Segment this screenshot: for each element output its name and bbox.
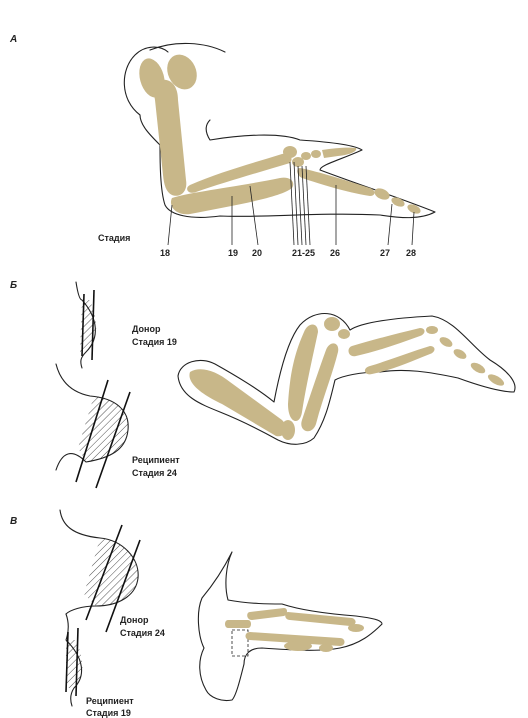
panel-a: A xyxy=(9,34,436,258)
panel-b-radius xyxy=(288,324,318,422)
panel-a-stage-label: Стадия xyxy=(98,233,130,243)
panel-b-phalanx-4 xyxy=(470,362,486,374)
panel-b-carpal-1 xyxy=(324,317,340,331)
panel-b-phalanx-1 xyxy=(426,326,438,334)
humerus-bone xyxy=(154,79,187,196)
panel-c-recipient-bud xyxy=(65,613,83,707)
number-18: 18 xyxy=(160,248,170,258)
panel-b-phalanx-3 xyxy=(453,349,467,359)
panel-b-limb-outline xyxy=(177,312,516,445)
panel-c-bones xyxy=(225,608,364,652)
coracoid-bone xyxy=(167,54,197,90)
panel-b-phalanx-5 xyxy=(487,374,505,386)
panel-b-ulna xyxy=(301,343,339,432)
panel-b-phalanx-2 xyxy=(439,337,453,347)
carpal-bone-3 xyxy=(301,152,311,160)
carpal-bone-1 xyxy=(283,146,297,158)
carpal-bone-4 xyxy=(311,150,321,158)
metacarpal-bone xyxy=(297,168,375,196)
carpal-bone-2 xyxy=(292,157,304,167)
panel-a-bones xyxy=(139,54,421,215)
phalanx-bone-3 xyxy=(407,204,421,214)
panel-a-limb-outline xyxy=(123,42,436,219)
panel-c-donor-stage: Стадия 24 xyxy=(120,628,165,638)
digit-upper-bone xyxy=(322,147,357,158)
panel-c-donor-bud xyxy=(59,509,141,633)
number-19: 19 xyxy=(228,248,238,258)
number-28: 28 xyxy=(406,248,416,258)
panel-b-donor-stage: Стадия 19 xyxy=(132,337,177,347)
panel-b-letter: Б xyxy=(10,280,17,291)
panel-c-limb-outline xyxy=(197,551,383,702)
panel-c-stylopod xyxy=(225,620,251,628)
panel-c-upper-digit xyxy=(247,608,287,620)
number-26: 26 xyxy=(330,248,340,258)
number-27: 27 xyxy=(380,248,390,258)
panel-c: В Донор Стадия 24 Реципиент Стадия 19 xyxy=(10,509,383,718)
panel-a-letter: A xyxy=(9,34,17,45)
panel-c-donor-label: Донор xyxy=(120,615,149,625)
panel-c-phalanx-1 xyxy=(319,644,333,652)
panel-c-recipient-stage: Стадия 19 xyxy=(86,708,131,718)
panel-b-metacarpal-upper xyxy=(348,328,425,357)
panel-c-ulna xyxy=(245,632,345,646)
panel-b-recipient-stage: Стадия 24 xyxy=(132,468,177,478)
panel-c-metacarpal xyxy=(284,641,312,651)
ulna-bone xyxy=(170,177,294,215)
panel-b-recipient-bud xyxy=(55,363,131,489)
panel-b-bones xyxy=(189,317,505,440)
panel-a-leader-lines xyxy=(167,161,415,246)
panel-b-recipient-label: Реципиент xyxy=(132,455,180,465)
panel-b-donor-label: Донор xyxy=(132,324,161,334)
phalanx-bone-1 xyxy=(374,188,390,200)
panel-c-radius xyxy=(285,612,356,626)
panel-c-letter: В xyxy=(10,516,17,527)
panel-b-donor-bud xyxy=(75,281,97,369)
panel-b-elbow xyxy=(281,420,295,440)
panel-c-recipient-label: Реципиент xyxy=(86,696,134,706)
panel-b-humerus xyxy=(189,369,287,437)
panel-c-graft-site xyxy=(231,629,249,657)
number-20: 20 xyxy=(252,248,262,258)
phalanx-bone-2 xyxy=(391,197,405,207)
panel-c-phalanx-2 xyxy=(348,624,364,632)
radius-bone xyxy=(187,153,292,193)
panel-b-carpal-2 xyxy=(338,329,350,339)
number-21-25: 21-25 xyxy=(292,248,315,258)
panel-b: Б Донор Стадия 19 Реципиент Стадия 24 xyxy=(10,280,516,489)
panel-b-metacarpal-lower xyxy=(364,346,435,375)
